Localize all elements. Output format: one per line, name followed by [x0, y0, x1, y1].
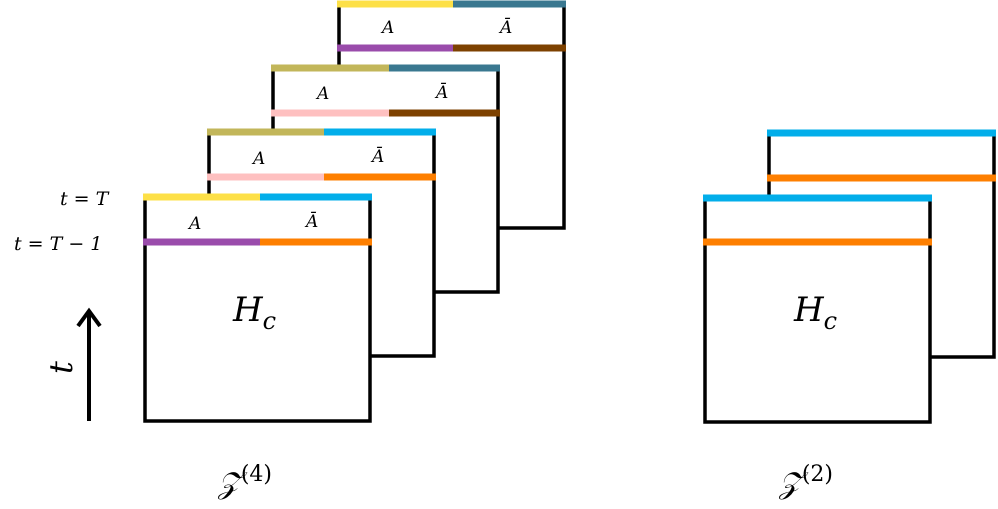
region-a-label: A — [315, 84, 329, 104]
hc-label: Hc — [793, 290, 837, 335]
time-label-t-equals-T: t = T — [60, 188, 110, 210]
region-a-bar-label: Ā — [434, 82, 448, 103]
region-a-bar-label: Ā — [498, 17, 512, 38]
frame-outline — [703, 196, 932, 424]
region-a-label: A — [380, 18, 394, 38]
region-a-bar-label: Ā — [304, 211, 318, 232]
region-a-label: A — [251, 149, 265, 169]
arrow-up-icon — [76, 307, 102, 328]
right-layer-back — [767, 129, 996, 359]
left-layer-front: A Ā Hc — [143, 193, 372, 423]
time-arrow — [76, 307, 102, 421]
right-layer-front: Hc — [703, 194, 932, 424]
caption-z4: 𝒵(4) — [217, 462, 272, 501]
region-a-bar-label: Ā — [370, 146, 384, 167]
time-axis-label: t — [42, 361, 80, 374]
region-a-label: A — [187, 214, 201, 234]
caption-z2: 𝒵(2) — [778, 462, 833, 501]
hc-label: Hc — [232, 290, 276, 335]
time-label-t-equals-T-minus-1: t = T − 1 — [14, 233, 102, 255]
left-layer-back-3: A Ā — [337, 0, 566, 230]
